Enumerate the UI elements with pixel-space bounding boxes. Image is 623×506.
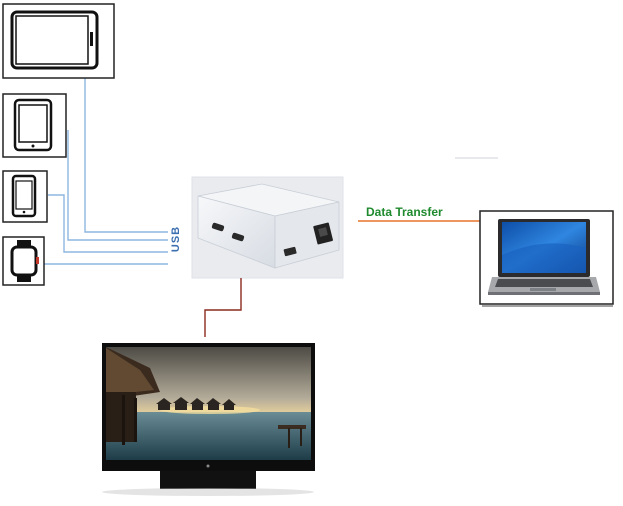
tablet-landscape-device — [2, 3, 115, 79]
smartwatch-icon — [10, 240, 39, 282]
laptop-icon — [488, 219, 600, 295]
usb-cable-tablet-landscape — [84, 78, 168, 233]
tv-device — [102, 343, 315, 496]
hub-device — [191, 176, 344, 279]
smartphone-device — [2, 170, 48, 223]
video-cable — [204, 278, 242, 337]
hub-device-icon — [197, 183, 340, 269]
laptop-device — [479, 210, 614, 307]
tablet-portrait-device — [2, 93, 67, 158]
smartwatch-device — [2, 236, 45, 286]
usb-label: USB — [170, 225, 182, 253]
usb-cable-smartphone — [48, 194, 168, 253]
tv-icon — [102, 343, 315, 496]
usb-cables — [44, 78, 168, 265]
usb-cable-tablet-portrait — [67, 130, 168, 241]
data-transfer-label: Data Transfer — [366, 205, 443, 219]
